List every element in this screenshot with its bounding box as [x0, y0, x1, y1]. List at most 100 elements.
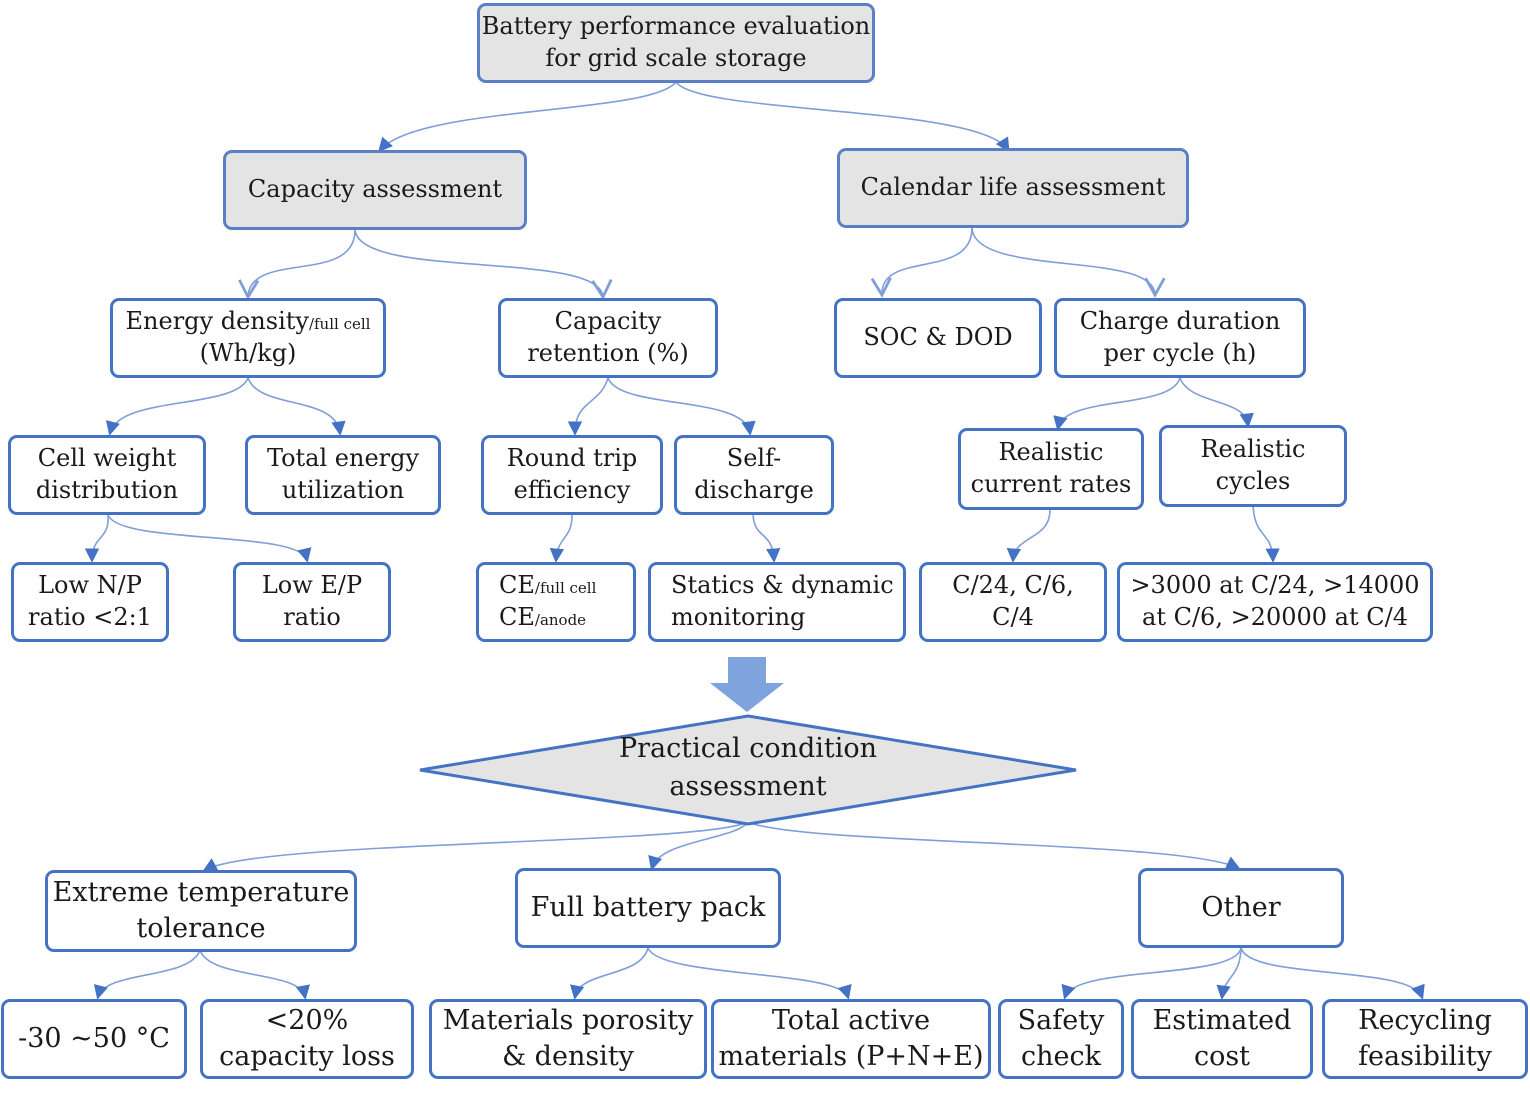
self-discharge-line2: discharge [694, 476, 814, 504]
calendar-life-node: Calendar life assessment [837, 148, 1189, 228]
total-energy-line2: utilization [281, 476, 405, 504]
root-line2: for grid scale storage [545, 44, 807, 72]
ce-node: CE/full cell CE/anode [476, 562, 636, 642]
arrow-charge-current [1053, 377, 1181, 431]
energy-density-line2: (Wh/kg) [199, 339, 297, 367]
temp-range-label: -30 ~50 °C [18, 1023, 170, 1055]
capacity-assessment-label: Capacity assessment [247, 175, 503, 204]
ce-line2: CE/anode [499, 602, 586, 634]
arrow-capacity-retention [354, 229, 613, 300]
active-materials-line1: Total active [771, 1005, 931, 1037]
arrow-retention-roundtrip [567, 377, 609, 436]
capacity-loss-line1: <20% [265, 1005, 349, 1037]
statics-node: Statics & dynamic monitoring [648, 562, 906, 642]
arrow-calendar-charge [971, 227, 1166, 298]
porosity-node: Materials porosity & density [429, 999, 707, 1079]
ce-sub2: /anode [534, 611, 587, 629]
low-ep-node: Low E/P ratio [233, 562, 391, 642]
capacity-loss-line2: capacity loss [219, 1041, 395, 1072]
ce-main1: CE [499, 571, 535, 600]
c-rates-line2: C/4 [992, 603, 1034, 631]
arrow-cellweight-np [84, 514, 109, 563]
arrow-practical-fullpack [648, 821, 749, 871]
arrow-current-crates [1006, 509, 1051, 563]
cell-weight-node: Cell weight distribution [8, 435, 206, 515]
arrow-selfdischarge-statics [752, 514, 781, 563]
safety-node: Safety check [998, 999, 1124, 1079]
statics-line2: monitoring [671, 603, 806, 631]
cycles-numbers-line1: >3000 at C/24, >14000 [1130, 571, 1420, 600]
charge-duration-line1: Charge duration [1079, 307, 1281, 336]
arrow-other-recycling [1240, 947, 1425, 1000]
cost-line2: cost [1193, 1041, 1251, 1072]
other-node: Other [1138, 868, 1344, 948]
soc-dod-label: SOC & DOD [863, 323, 1013, 352]
cycles-numbers-node: >3000 at C/24, >14000 at C/6, >20000 at … [1117, 562, 1433, 642]
other-label: Other [1201, 892, 1281, 924]
energy-density-sub: /full cell [308, 315, 371, 334]
low-ep-line1: Low E/P [261, 571, 363, 600]
extreme-temp-line1: Extreme temperature [52, 877, 350, 909]
cycles-numbers-line2: at C/6, >20000 at C/4 [1142, 603, 1408, 631]
arrow-root-capacity [378, 81, 677, 153]
calendar-life-label: Calendar life assessment [860, 173, 1166, 202]
full-pack-node: Full battery pack [515, 868, 781, 948]
extreme-temp-line2: tolerance [136, 913, 266, 944]
charge-duration-line2: per cycle (h) [1103, 339, 1257, 367]
c-rates-line1: C/24, C/6, [952, 571, 1074, 600]
self-discharge-node: Self- discharge [674, 435, 834, 515]
ce-line1: CE/full cell [499, 570, 596, 602]
arrow-roundtrip-ce [549, 514, 573, 563]
c-rates-node: C/24, C/6, C/4 [919, 562, 1107, 642]
arrow-energy-totalenergy [247, 377, 346, 436]
capacity-retention-node: Capacity retention (%) [498, 298, 718, 378]
cost-line1: Estimated [1152, 1005, 1292, 1037]
block-down-arrow [710, 657, 784, 712]
cost-node: Estimated cost [1131, 999, 1313, 1079]
arrow-other-cost [1216, 947, 1242, 1000]
capacity-loss-node: <20% capacity loss [200, 999, 414, 1079]
porosity-line1: Materials porosity [442, 1005, 694, 1037]
low-np-node: Low N/P ratio <2:1 [11, 562, 169, 642]
practical-line2: assessment [669, 770, 827, 802]
statics-line1: Statics & dynamic [671, 571, 894, 600]
capacity-assessment-node: Capacity assessment [223, 150, 527, 230]
practical-diamond [419, 714, 1077, 826]
arrow-extreme-temprange [93, 949, 201, 1000]
soc-dod-node: SOC & DOD [834, 298, 1042, 378]
round-trip-line2: efficiency [513, 476, 631, 504]
practical-label: Practical condition assessment [548, 730, 948, 806]
extreme-temp-node: Extreme temperature tolerance [45, 870, 357, 952]
round-trip-line1: Round trip [506, 444, 638, 473]
arrow-cellweight-ep [107, 514, 312, 563]
arrow-fullpack-porosity [570, 947, 649, 1000]
energy-density-line1: Energy density/full cell [126, 306, 371, 338]
arrow-calendar-soc [870, 227, 973, 298]
arrow-energy-cellweight [106, 377, 249, 436]
realistic-current-line1: Realistic [998, 438, 1104, 467]
arrow-root-calendar [675, 81, 1010, 153]
cell-weight-line2: distribution [35, 476, 179, 504]
safety-line2: check [1021, 1041, 1101, 1072]
arrow-cycles-numbers [1252, 504, 1280, 563]
low-ep-line2: ratio [283, 603, 341, 631]
practical-line1: Practical condition [618, 733, 878, 764]
round-trip-node: Round trip efficiency [481, 435, 663, 515]
arrow-retention-selfdischarge [607, 377, 756, 436]
capacity-retention-line1: Capacity [554, 307, 662, 336]
arrow-practical-extreme [202, 821, 749, 872]
active-materials-node: Total active materials (P+N+E) [711, 999, 991, 1079]
active-materials-line2: materials (P+N+E) [718, 1041, 984, 1072]
charge-duration-node: Charge duration per cycle (h) [1054, 298, 1306, 378]
recycling-node: Recycling feasibility [1322, 999, 1528, 1079]
low-np-line2: ratio <2:1 [28, 603, 152, 631]
arrow-fullpack-active [647, 947, 852, 1000]
realistic-current-line2: current rates [970, 470, 1132, 498]
energy-density-main: Energy density [125, 307, 309, 336]
ce-main2: CE [499, 603, 535, 631]
arrow-practical-other [747, 821, 1241, 870]
arrow-other-safety [1061, 947, 1242, 1000]
arrow-capacity-energy [238, 229, 356, 300]
root-line1: Battery performance evaluation [481, 12, 871, 41]
